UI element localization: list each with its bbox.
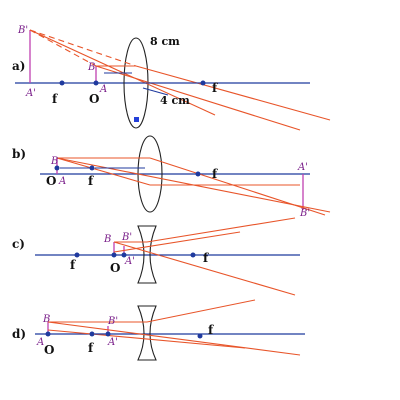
label-image-base-d: A': [107, 337, 118, 348]
label-center-d: O: [44, 343, 54, 357]
label-focal-left-d: f: [88, 341, 94, 355]
concave-lens-c: [137, 225, 157, 284]
ray-a2: [135, 65, 331, 121]
case-label-b: b): [12, 147, 26, 161]
label-focal-left-b: f: [88, 174, 94, 188]
panel-c: c) B B' A' f O f: [12, 217, 300, 296]
label-center-a: O: [89, 92, 99, 106]
label-image-top-a: B': [17, 25, 28, 36]
ray-a3: [95, 65, 301, 131]
focal-point-left-b: [89, 165, 95, 171]
label-center-c: O: [110, 261, 120, 275]
label-focal-right-d: f: [208, 323, 214, 337]
label-object-top-c: B: [103, 234, 111, 245]
label-image-top-b: B': [299, 208, 310, 219]
note-focal-length-a: 8 cm: [150, 35, 180, 48]
label-focal-left-c: f: [70, 258, 76, 272]
focal-point-right-d: [197, 333, 203, 339]
label-center-b: O: [46, 174, 56, 188]
ray-c4: [113, 231, 241, 253]
ray-d4: [47, 329, 246, 349]
label-image-top-d: B': [107, 316, 118, 327]
concave-lens-d: [137, 305, 157, 361]
label-object-base-b: A: [58, 176, 66, 187]
object-base-dot-c: [111, 252, 117, 258]
focal-point-left-a: [59, 80, 65, 86]
label-object-top-a: B: [87, 62, 95, 73]
virtual-ray-a1: [29, 29, 97, 67]
label-focal-right-a: f: [212, 81, 218, 95]
pointer-arrow-a: [142, 87, 169, 96]
ray-c3: [113, 241, 296, 296]
focal-point-left-c: [74, 252, 80, 258]
lens-center-dot-a: [93, 80, 99, 86]
lens-center-dot-d: [45, 331, 51, 337]
label-object-top-b: B: [50, 156, 58, 167]
label-focal-left-a: f: [52, 92, 58, 106]
ray-b4: [56, 157, 151, 186]
marker-a: [134, 117, 139, 122]
case-label-c: c): [12, 237, 25, 251]
focal-point-right-b: [195, 171, 201, 177]
label-image-base-a: A': [25, 88, 36, 99]
label-image-top-c: B': [121, 232, 132, 243]
ray-c2: [146, 217, 296, 243]
focal-point-left-d: [89, 331, 95, 337]
label-focal-right-c: f: [203, 251, 209, 265]
focal-point-right-c: [190, 252, 196, 258]
focal-point-right-a: [200, 80, 206, 86]
virtual-ray-a2: [29, 29, 137, 67]
case-label-a: a): [12, 59, 25, 73]
label-object-top-d: B: [42, 314, 50, 325]
panel-d: d) B A O B' A' f f: [12, 299, 305, 361]
lens-center-dot-b: [54, 165, 60, 171]
lens-center-dot-c: [121, 252, 127, 258]
ray-d3: [47, 321, 301, 356]
ray-d2: [146, 299, 256, 323]
label-object-base-a: A: [99, 84, 107, 95]
label-focal-right-b: f: [212, 167, 218, 181]
note-object-distance-a: 4 cm: [160, 94, 190, 107]
label-image-base-c: A': [124, 256, 135, 267]
label-object-base-d: A: [36, 337, 44, 348]
panel-b: b) B A O f f A' B': [12, 135, 331, 219]
label-image-base-b: A': [297, 162, 308, 173]
panel-a: a) B' A' B A f O f 8 cm 4 cm: [12, 25, 331, 131]
case-label-d: d): [12, 327, 26, 341]
image-base-dot-d: [105, 331, 111, 337]
